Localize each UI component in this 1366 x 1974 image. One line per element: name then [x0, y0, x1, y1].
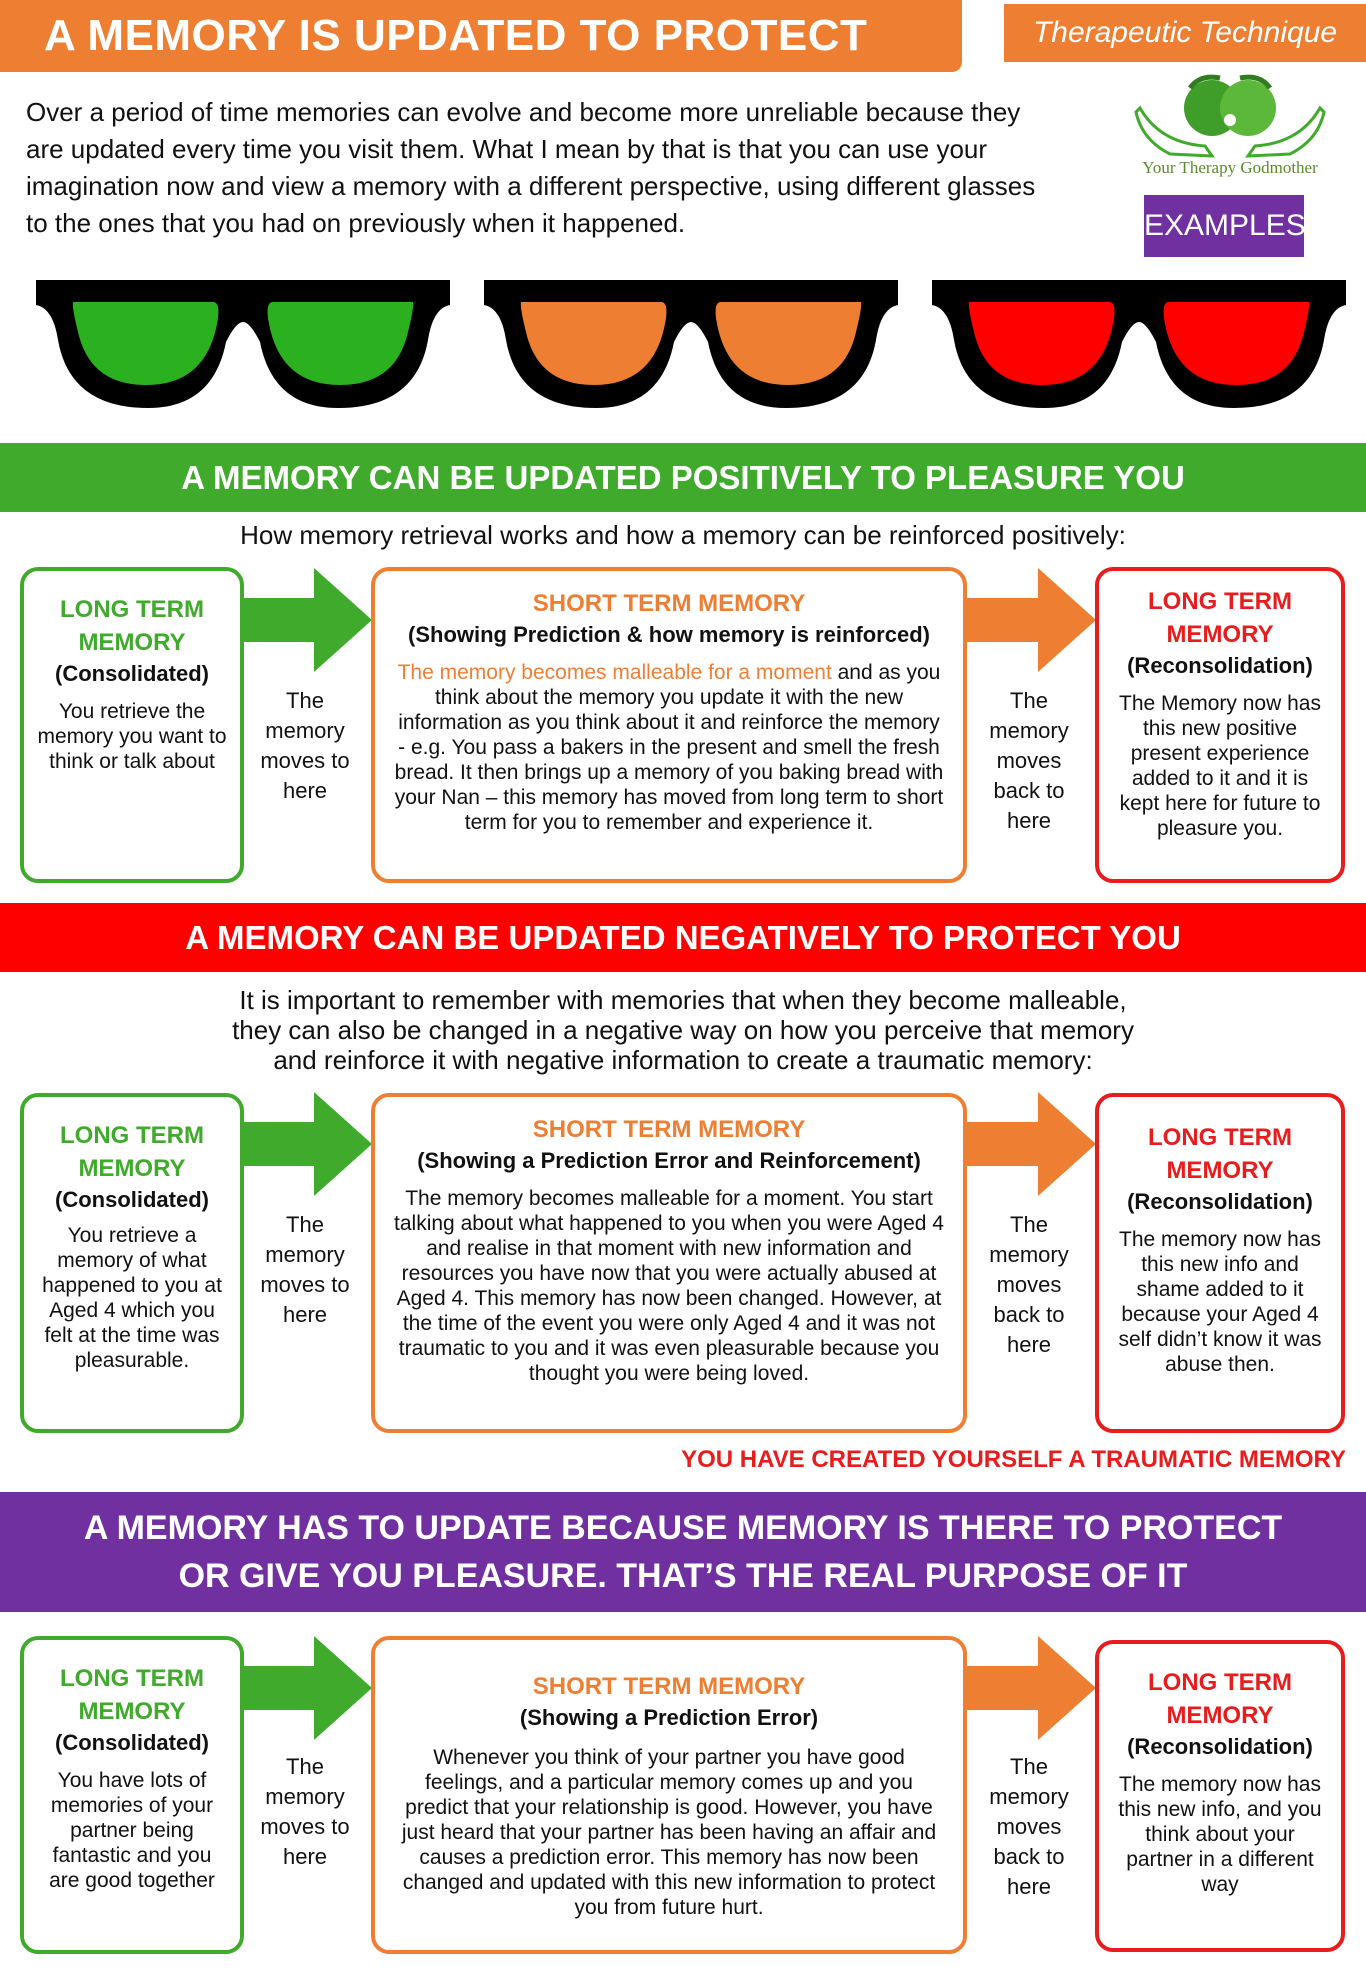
red-glasses-icon [924, 270, 1354, 415]
green-lens-right [267, 302, 414, 385]
malleable-highlight: The memory becomes malleable for a momen… [397, 661, 832, 684]
box-title-line1: LONG TERM [60, 596, 204, 623]
positive-section-banner: A MEMORY CAN BE UPDATED POSITIVELY TO PL… [0, 443, 1366, 512]
box-body: The memory now has this new info, and yo… [1118, 1773, 1322, 1896]
orange-lens-left [520, 302, 667, 385]
box-title: SHORT TERM MEMORY [532, 1673, 806, 1700]
purpose-banner-line1: A MEMORY HAS TO UPDATE BECAUSE MEMORY IS… [83, 1509, 1283, 1547]
box-subtitle: (Consolidated) [55, 1730, 209, 1755]
box-title-line1: LONG TERM [60, 1665, 204, 1692]
logo-caption: Your Therapy Godmother [1142, 158, 1318, 177]
green-glasses-icon [28, 270, 458, 415]
technique-tag: Therapeutic Technique [1004, 4, 1366, 62]
page-title: A MEMORY IS UPDATED TO PROTECT YOU [0, 0, 962, 132]
box-body-text: and as you think about the memory you up… [394, 661, 944, 834]
arrow-label-moves-to: The memory moves to here [260, 1754, 350, 1869]
short-term-memory-box: SHORT TERM MEMORY (Showing a Prediction … [371, 1093, 967, 1433]
box-body: You retrieve the memory you want to thin… [37, 700, 227, 773]
box-title-line2: MEMORY [78, 1155, 186, 1182]
box-title-line2: MEMORY [78, 1698, 186, 1725]
red-lens-left [968, 302, 1115, 385]
traumatic-memory-warning: YOU HAVE CREATED YOURSELF A TRAUMATIC ME… [681, 1446, 1346, 1473]
box-subtitle: (Showing a Prediction Error) [519, 1705, 819, 1730]
box-body: The memory becomes malleable for a momen… [394, 1187, 944, 1385]
box-title: SHORT TERM MEMORY [532, 1116, 806, 1143]
box-subtitle: (Showing Prediction & how memory is rein… [408, 622, 930, 647]
long-term-consolidated-box: LONG TERM MEMORY (Consolidated) You have… [20, 1636, 244, 1954]
long-term-reconsolidation-box: LONG TERM MEMORY (Reconsolidation) The m… [1095, 1640, 1345, 1952]
box-body: You have lots of memories of your partne… [49, 1769, 215, 1892]
box-subtitle: (Reconsolidation) [1127, 1734, 1313, 1759]
negative-subtext-line1: It is important to remember with memorie… [239, 985, 1127, 1015]
box-title-line1: LONG TERM [60, 1122, 204, 1149]
box-title-line1: LONG TERM [1148, 1124, 1292, 1151]
short-term-memory-box: SHORT TERM MEMORY (Showing a Prediction … [371, 1636, 967, 1954]
box-title-line1: LONG TERM [1148, 1669, 1292, 1696]
orange-arrow-icon [966, 568, 1098, 673]
box-subtitle: (Consolidated) [55, 661, 209, 686]
green-arrow-icon [242, 1092, 374, 1197]
orange-arrow-icon [966, 1636, 1098, 1741]
arrow-label-moves-back: The memory moves back to here [989, 1754, 1069, 1899]
arrow-label-moves-to: The memory moves to here [260, 688, 350, 803]
orange-glasses-icon [476, 270, 906, 415]
box-body: The memory becomes malleable for a momen… [375, 650, 963, 835]
intro-paragraph: Over a period of time memories can evolv… [26, 97, 1036, 238]
box-title-line2: MEMORY [1166, 621, 1274, 648]
arrow-label-moves-to: The memory moves to here [260, 1212, 350, 1327]
positive-section-subtext: How memory retrieval works and how a mem… [240, 520, 1126, 550]
negative-section-banner: A MEMORY CAN BE UPDATED NEGATIVELY TO PR… [0, 903, 1366, 972]
box-subtitle: (Reconsolidation) [1127, 1189, 1313, 1214]
long-term-reconsolidation-box: LONG TERM MEMORY (Reconsolidation) The M… [1095, 567, 1345, 883]
green-arrow-icon [242, 1636, 374, 1741]
long-term-reconsolidation-box: LONG TERM MEMORY (Reconsolidation) The m… [1095, 1093, 1345, 1433]
long-term-consolidated-box: LONG TERM MEMORY (Consolidated) You retr… [20, 1093, 244, 1433]
box-subtitle: (Showing a Prediction Error and Reinforc… [417, 1148, 921, 1173]
box-body: The Memory now has this new positive pre… [1119, 692, 1321, 840]
orange-lens-right [715, 302, 862, 385]
orange-arrow-icon [966, 1092, 1098, 1197]
box-title-line2: MEMORY [78, 629, 186, 656]
box-body: The memory now has this new info and sha… [1118, 1228, 1322, 1376]
box-subtitle: (Consolidated) [55, 1187, 209, 1212]
negative-subtext-line2: they can also be changed in a negative w… [232, 1015, 1134, 1045]
purpose-banner-line2: OR GIVE YOU PLEASURE. THAT’S THE REAL PU… [178, 1557, 1188, 1595]
red-lens-right [1163, 302, 1310, 385]
green-lens-left [72, 302, 219, 385]
short-term-memory-box: SHORT TERM MEMORY (Showing Prediction & … [371, 567, 967, 883]
arrow-label-moves-back: The memory moves back to here [989, 1212, 1069, 1357]
box-body: You retrieve a memory of what happened t… [42, 1224, 222, 1372]
box-title-line2: MEMORY [1166, 1702, 1274, 1729]
box-body: Whenever you think of your partner you h… [401, 1746, 937, 1919]
long-term-consolidated-box: LONG TERM MEMORY (Consolidated) You retr… [20, 567, 244, 883]
arrow-label-moves-back: The memory moves back to here [989, 688, 1069, 833]
green-arrow-icon [242, 568, 374, 673]
box-title: SHORT TERM MEMORY [532, 590, 806, 617]
negative-subtext-line3: and reinforce it with negative informati… [273, 1045, 1093, 1075]
box-title-line1: LONG TERM [1148, 588, 1292, 615]
box-subtitle: (Reconsolidation) [1127, 653, 1313, 678]
therapy-godmother-logo [1130, 68, 1330, 186]
box-title-line2: MEMORY [1166, 1157, 1274, 1184]
examples-label: EXAMPLES [1144, 195, 1306, 257]
purpose-section-banner: A MEMORY HAS TO UPDATE BECAUSE MEMORY IS… [0, 1492, 1366, 1612]
